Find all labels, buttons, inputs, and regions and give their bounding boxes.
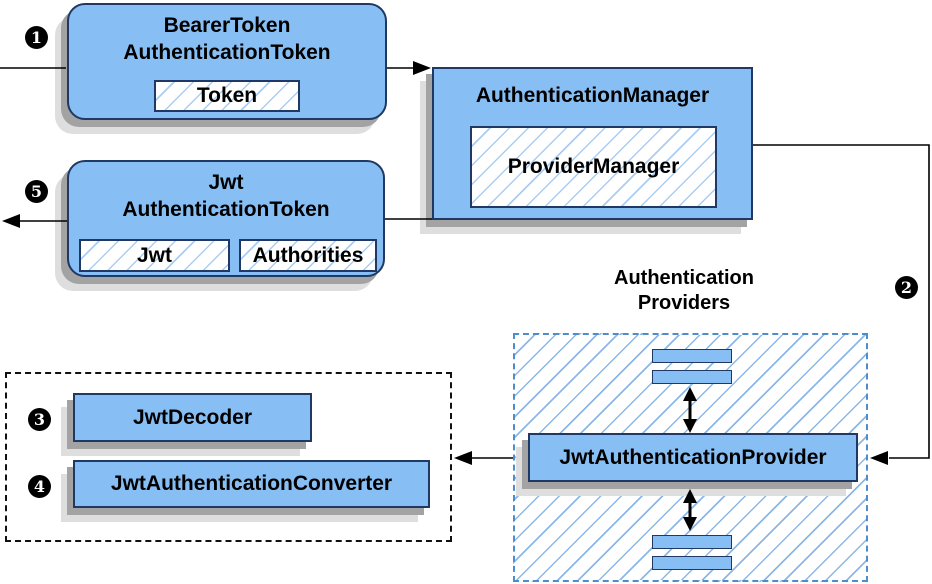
provider-slot-bar: [652, 535, 732, 549]
authentication-manager-title: AuthenticationManager: [475, 84, 710, 107]
jwt-authentication-provider-box: JwtAuthenticationProvider: [528, 433, 858, 482]
provider-manager-chip: ProviderManager: [470, 126, 717, 208]
step-2-badge: 2: [895, 276, 918, 299]
bearer-token-title: BearerToken AuthenticationToken: [69, 5, 385, 66]
arrow-token-to-manager: [387, 61, 431, 75]
jwt-authentication-converter-box: JwtAuthenticationConverter: [73, 460, 430, 508]
arrow-provider-to-dependencies: [454, 451, 513, 465]
arrow-response-out: [2, 214, 67, 228]
jwt-authentication-token-title: Jwt AuthenticationToken: [69, 162, 383, 223]
jwt-authentication-token-title-line1: Jwt: [208, 171, 244, 194]
bearer-token-title-line2: AuthenticationToken: [123, 41, 331, 64]
authentication-providers-label-line2: Providers: [637, 292, 731, 314]
jwt-authentication-token-title-line2: AuthenticationToken: [122, 198, 330, 221]
authentication-providers-label: Authentication Providers: [559, 266, 809, 316]
step-4-badge: 4: [28, 475, 51, 498]
bearer-token-authentication-token-box: BearerToken AuthenticationToken Token: [67, 3, 387, 120]
step-3-badge: 3: [28, 408, 51, 431]
provider-slot-bar: [652, 556, 732, 570]
token-chip: Token: [154, 80, 300, 112]
authorities-chip: Authorities: [239, 239, 377, 272]
authentication-manager-box: AuthenticationManager ProviderManager: [432, 67, 753, 220]
step-1-badge: 1: [25, 26, 48, 49]
jwt-authentication-token-box: Jwt AuthenticationToken Jwt Authorities: [67, 160, 385, 277]
provider-slot-bar: [652, 349, 732, 363]
jwt-chip: Jwt: [79, 239, 230, 272]
provider-slot-bar: [652, 370, 732, 384]
step-5-badge: 5: [25, 180, 48, 203]
jwt-decoder-box: JwtDecoder: [73, 393, 312, 442]
bearer-token-title-line1: BearerToken: [163, 14, 291, 37]
authentication-providers-label-line1: Authentication: [614, 267, 754, 289]
